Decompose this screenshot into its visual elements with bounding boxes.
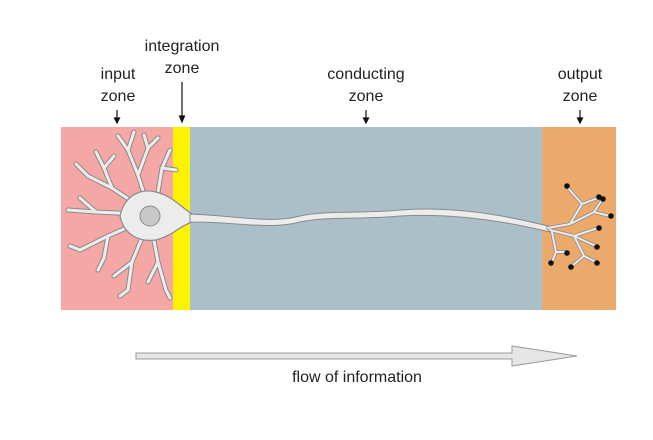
output-zone-label-line2: zone [540,86,620,108]
arrow-down-icon [180,82,185,122]
integration-zone-label-line1: integration [122,36,242,58]
flow-of-information-label: flow of information [237,369,477,387]
conducting-zone-label-line2: zone [296,86,436,108]
output-zone-label-line1: output [540,64,620,86]
arrow-down-icon [115,110,120,123]
integration-zone-label: integration zone [122,36,242,80]
arrow-down-icon [364,110,369,123]
conducting-zone-label-line1: conducting [296,64,436,86]
arrow-down-icon [578,110,583,123]
integration-zone-label-line2: zone [122,58,242,80]
arrow-right-icon [136,346,577,366]
conducting-zone-label: conducting zone [296,64,436,108]
input-zone-label-line2: zone [78,86,158,108]
output-zone-label: output zone [540,64,620,108]
